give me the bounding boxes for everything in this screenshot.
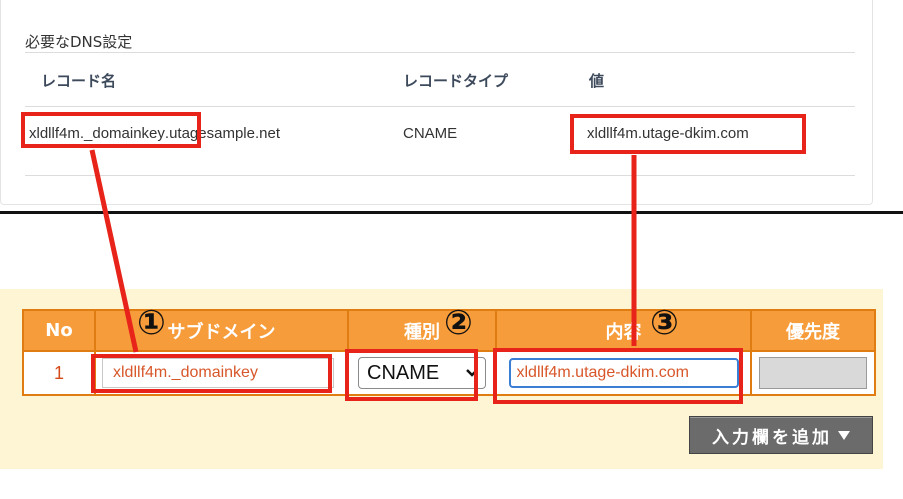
record-type-select[interactable]: CNAME [358,357,486,389]
header-record-type: レコードタイプ [403,72,509,90]
divider [25,175,855,176]
header-record-name: レコード名 [41,72,117,90]
record-name-domain: .utagesample.net [164,125,280,142]
subdomain-cell [94,350,349,396]
section-separator [0,211,903,214]
highlight-record-value [570,114,806,154]
section-title: 必要なDNS設定 [25,33,133,51]
dropdown-triangle-icon [838,430,850,440]
subdomain-input[interactable] [102,358,334,388]
highlight-record-name [21,112,201,148]
priority-input[interactable] [759,357,867,389]
priority-cell [750,350,876,396]
type-cell: CNAME [347,350,497,396]
highlight-content-input [493,348,743,404]
record-name-cell: xldllf4m._domainkey.utagesample.net [29,125,280,142]
record-value-cell: xldllf4m.utage-dkim.com [587,125,749,142]
highlight-type-select [345,349,478,401]
marker-1: ① [137,303,166,343]
header-value: 値 [589,72,605,90]
highlight-subdomain-input [91,354,332,393]
col-header-priority: 優先度 [750,309,876,352]
row-number: 1 [22,350,96,396]
content-cell [495,350,752,396]
col-header-type: 種別 [347,309,497,352]
divider [25,52,855,53]
divider [25,106,855,107]
add-input-row-button[interactable]: 入力欄を追加 [689,416,873,454]
table-row: 1 CNAME [22,350,876,396]
record-type-cell: CNAME [403,125,458,142]
content-input[interactable] [508,358,739,388]
add-button-label: 入力欄を追加 [712,427,832,448]
marker-2: ② [444,303,473,343]
record-type-value: CNAME [367,361,440,384]
col-header-no: No [22,309,96,352]
record-name-selector: xldllf4m._domainkey [29,125,165,142]
marker-3: ③ [650,303,679,343]
dns-settings-panel: 必要なDNS設定 レコード名 レコードタイプ 値 xldllf4m._domai… [0,0,873,205]
col-header-content: 内容 [495,309,752,352]
col-header-subdomain: サブドメイン [94,309,349,352]
